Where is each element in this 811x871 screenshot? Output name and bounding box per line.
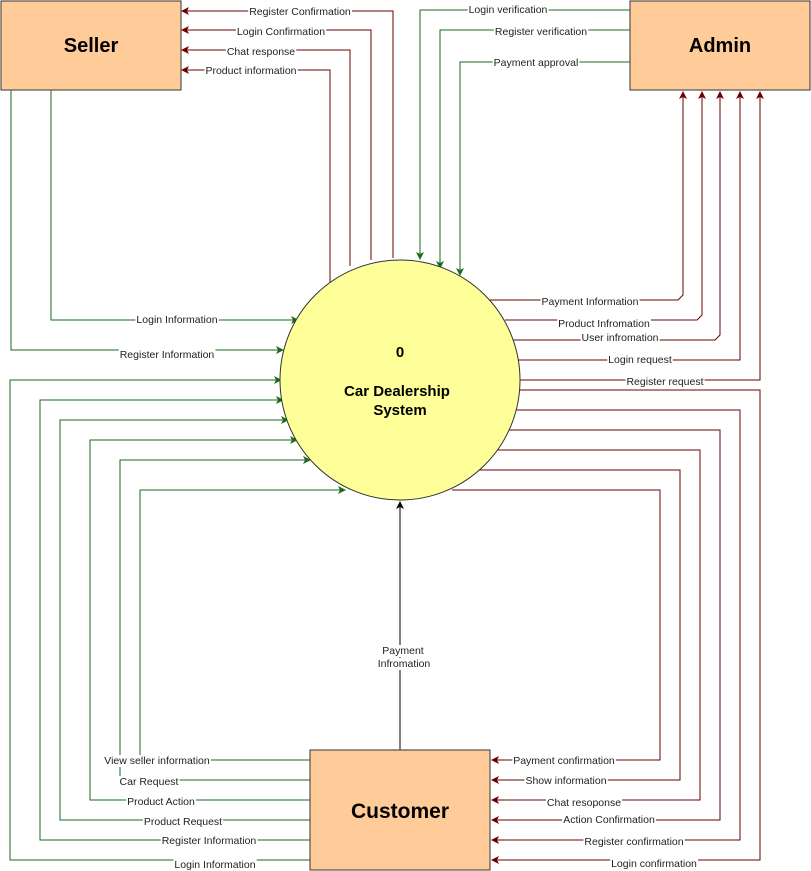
label-background [562,814,656,826]
label-login-confirmation: Login confirmation [611,858,697,870]
label-register-confirmation-customer: Register confirmation [584,836,683,848]
flow-customer-register-information-line [39,396,310,841]
label-customer-register-information: Register Information [162,835,257,847]
flow-login-request-line [518,91,744,361]
label-seller-login-information: Login Information [136,314,217,326]
seller-entity[interactable]: Seller [0,0,182,91]
label-product-action: Product Action [127,796,195,808]
label-background [118,776,180,788]
customer-incoming-flows [452,389,761,864]
label-background [512,755,616,767]
label-product-request: Product Request [144,816,222,828]
label-background [135,314,219,326]
flow-product-information-line [181,66,331,282]
label-background [204,65,298,77]
label-background [580,332,660,344]
label-product-information: Product information [205,65,296,77]
label-background [103,755,211,767]
label-view-seller-information: View seller information [104,755,210,767]
label-payment-line2: Infromation [378,658,431,670]
process-title-line2: System [373,402,426,419]
flow-register-request-line [520,91,764,381]
label-background [467,4,549,16]
label-login-request: Login request [608,354,672,366]
label-background [118,349,216,361]
flow-chat-resoponse-line [491,449,701,804]
customer-entity[interactable]: Customer [309,749,491,871]
seller-outgoing-flows [10,90,299,354]
label-background [142,816,224,828]
flow-payment-confirmation-line [452,489,661,764]
flow-car-request-line [119,456,311,781]
label-payment-approval: Payment approval [494,57,579,69]
label-chat-response: Chat response [227,46,295,58]
label-customer-login-information: Login Information [174,859,255,871]
flow-seller-register-information-line [10,90,284,354]
flow-view-seller-information-line [139,486,346,761]
label-background [545,797,623,809]
label-background [524,775,608,787]
label-background [173,859,257,871]
label-seller-register-information: Register Information [120,349,215,361]
label-user-infromation: User infromation [581,332,658,344]
label-action-confirmation: Action Confirmation [563,814,655,826]
flow-chat-response-line [181,46,351,266]
label-car-request: Car Request [120,776,179,788]
label-background [610,858,699,870]
flow-customer-login-information-line [9,376,310,861]
flow-product-infromation-line [505,91,706,321]
label-payment-line1: Payment [382,645,424,657]
label-background [126,796,197,808]
label-register-verification: Register verification [495,26,587,38]
customer-label: Customer [351,800,449,823]
label-background [557,318,651,330]
label-background [381,645,425,657]
label-register-confirmation: Register Confirmation [249,6,351,18]
label-chat-resoponse: Chat resoponse [547,797,621,809]
flow-payment-information-line [490,91,687,301]
flow-product-action-line [89,436,310,801]
label-login-confirmation: Login Confirmation [237,26,325,38]
flow-show-information-line [478,469,681,784]
label-background [225,46,297,58]
label-register-request: Register request [626,376,703,388]
label-login-verification: Login verification [469,4,548,16]
seller-label: Seller [64,35,119,57]
label-background [492,57,580,69]
admin-outgoing-flows [416,9,630,276]
admin-label: Admin [689,35,751,57]
label-background [376,658,432,670]
label-background [625,376,705,388]
label-background [248,6,352,18]
label-show-information: Show information [525,775,606,787]
flow-payment-approval-line [456,61,630,276]
process-circle[interactable]: 0 Car Dealership System [279,259,521,501]
label-background [540,296,640,308]
flow-labels: Register Confirmation Login Confirmation… [103,4,705,871]
flow-login-verification-line [416,9,630,260]
label-product-infromation: Product Infromation [558,318,650,330]
flow-seller-login-information-line [50,90,299,324]
process-number: 0 [396,344,404,361]
admin-entity[interactable]: Admin [629,0,811,91]
label-payment-information: Payment Information [542,296,639,308]
label-background [583,836,685,848]
label-background [607,354,673,366]
label-background [160,835,258,847]
label-background [235,26,327,38]
label-payment-confirmation: Payment confirmation [513,755,615,767]
label-background [493,26,589,38]
process-title-line1: Car Dealership [344,383,450,400]
